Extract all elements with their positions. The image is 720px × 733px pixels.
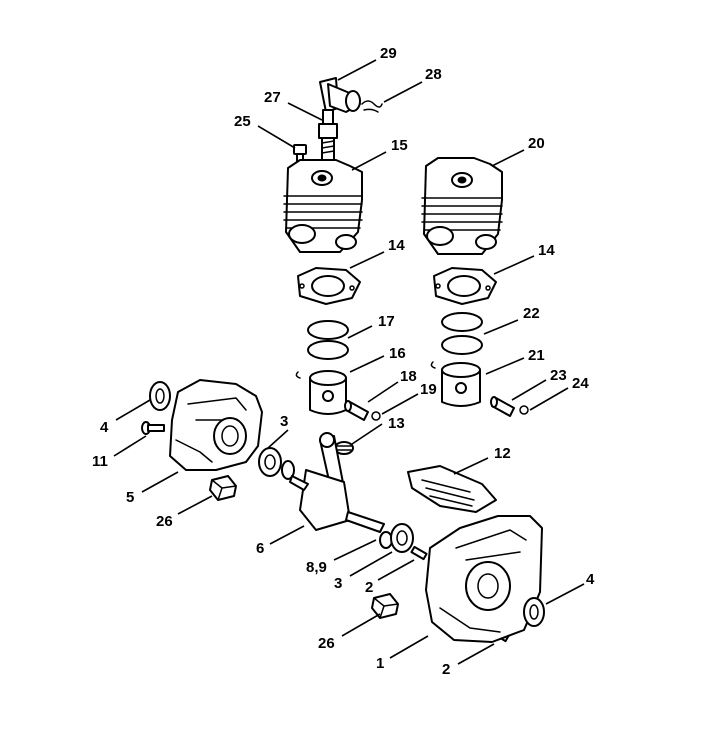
callout-4-right: 4 [586,571,595,588]
av-mount-upper [209,475,237,501]
piston-left [295,370,347,415]
circlip-right [519,405,529,415]
leader-lines [113,59,585,665]
bearing-upper [258,447,295,480]
crankshaft [289,432,385,533]
callout-29: 29 [380,45,397,62]
callout-6: 6 [256,540,264,557]
callout-15: 15 [391,137,408,154]
callout-5: 5 [126,489,134,506]
piston-rings-left [307,320,349,360]
callout-14-right: 14 [538,242,555,259]
bolt [141,421,165,435]
clip [361,100,383,113]
callout-28: 28 [425,66,442,83]
gasket-right [433,267,497,305]
dowel-pin-upper [410,545,428,561]
callout-2-lower: 2 [442,661,450,678]
piston-pin-left [344,400,369,421]
oil-seal-right [523,597,545,627]
crankcase-left [169,379,263,471]
callout-8-9: 8,9 [306,559,327,576]
callout-26-upper: 26 [156,513,173,530]
callout-22: 22 [523,305,540,322]
callout-20: 20 [528,135,545,152]
callout-1: 1 [376,655,384,672]
callout-27: 27 [264,89,281,106]
callout-18: 18 [400,368,417,385]
callout-26-lower: 26 [318,635,335,652]
callout-24: 24 [572,375,589,392]
callout-12: 12 [494,445,511,462]
callout-13: 13 [388,415,405,432]
piston-right [430,361,481,407]
callout-14-left: 14 [388,237,405,254]
spark-plug-boot [319,77,361,113]
cylinder-right [421,157,503,255]
piston-rings-right [441,312,483,355]
callout-3-upper: 3 [280,413,288,430]
gasket-left [297,267,361,305]
callout-23: 23 [550,367,567,384]
oil-seal-left [149,381,171,411]
callout-4-left: 4 [100,419,109,436]
circlip-left [371,411,381,421]
cylinder-left [283,159,363,253]
crankcase-right [425,515,543,643]
callout-17: 17 [378,313,395,330]
callout-21: 21 [528,347,545,364]
bearing-lower [390,523,414,553]
callout-25: 25 [234,113,251,130]
callout-16: 16 [389,345,406,362]
spark-plug [318,109,338,161]
callout-11: 11 [92,453,108,470]
piston-pin-right [490,396,515,417]
callout-19: 19 [420,381,437,398]
baffle-plate [407,465,497,513]
callout-2-upper: 2 [365,579,373,596]
av-mount-lower [371,593,399,619]
callout-3-lower: 3 [334,575,342,592]
